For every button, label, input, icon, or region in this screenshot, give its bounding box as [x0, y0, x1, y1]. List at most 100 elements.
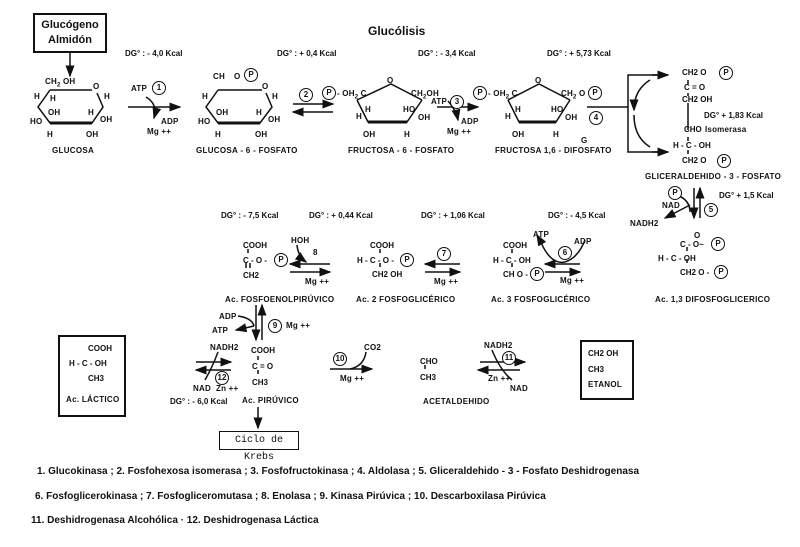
phosphate-badge-dpg13-2: P [714, 265, 728, 279]
etanol-line1: CH2 OH [588, 349, 619, 358]
lactico-line3: CH3 [88, 374, 105, 383]
zn-r11: Zn ++ [488, 374, 511, 383]
adp-r3: ADP [461, 117, 479, 126]
f16dp-oh2: OH [512, 130, 525, 139]
pg2-line1: COOH [370, 241, 394, 250]
nad-r5: NAD [662, 201, 680, 210]
lactic-acid-box: COOH H - C - OH CH3 Ac. LÁCTICO [58, 335, 126, 417]
ethanol-box: CH2 OH CH3 ETANOL [580, 340, 634, 400]
legend-line-2: 6. Fosfoglicerokinasa ; 7. Fosfoglicerom… [35, 491, 546, 502]
glucosa-h5: H [47, 130, 53, 139]
g6p-h4: H [215, 130, 221, 139]
label-glucosa: GLUCOSA [52, 146, 95, 155]
g-mark: G [581, 136, 588, 145]
f6p-oh2c: - OH2 C [337, 89, 367, 101]
dg-reaction-3: DG° : - 3,4 Kcal [418, 49, 476, 58]
g6p-h3: H [256, 108, 262, 117]
pg2-line2: H - C - O - [357, 256, 394, 265]
diagram-title: Glucólisis [368, 24, 426, 38]
step-9-badge: 9 [268, 319, 282, 333]
dhap-line2: C = O [684, 83, 706, 92]
dg-reaction-2: DG° : + 0,4 Kcal [277, 49, 337, 58]
label-ac-2-fosfoglicerico: Ac. 2 FOSFOGLICÉRICO [356, 295, 456, 304]
mg-r10: Mg ++ [340, 374, 365, 383]
step-11-badge: 11 [502, 351, 516, 365]
g3p-line2: H - C - OH [673, 141, 711, 150]
mg-r7: Mg ++ [434, 277, 459, 286]
nadh2-r5: NADH2 [630, 219, 659, 228]
g3p-line1: CHO [684, 125, 702, 134]
mg-r6: Mg ++ [560, 276, 585, 285]
adp-r9: ADP [219, 312, 237, 321]
dpg13-line3: CH2 O - [680, 268, 710, 277]
phosphate-badge-pep: P [274, 253, 288, 267]
krebs-cycle-box: Ciclo de Krebs [219, 431, 299, 463]
dpg13-line2: H - C - OH [658, 254, 696, 263]
dg-isomerasa: DG° + 1,83 Kcal [704, 111, 764, 120]
mg-r3: Mg ++ [447, 127, 472, 136]
atp-r9: ATP [212, 326, 229, 335]
isomerasa-label: Isomerasa [705, 125, 747, 134]
step-2-badge: 2 [299, 88, 313, 102]
f6p-h2: H [356, 112, 362, 121]
etanol-line2: CH3 [588, 365, 605, 374]
phosphate-badge-f16dp-left: P [473, 86, 487, 100]
dg-reaction-6: DG° : - 4,5 Kcal [548, 211, 606, 220]
g6p-oh2: OH [268, 115, 281, 124]
g6p-oh3: OH [255, 130, 268, 139]
f6p-h1: H [365, 105, 371, 114]
phosphate-badge-f16dp-right: P [588, 86, 602, 100]
dhap-line3: CH2 OH [682, 95, 713, 104]
label-etanol: ETANOL [588, 380, 623, 389]
phosphate-badge-f6p: P [322, 86, 336, 100]
dg-reaction-9: DG° : - 7,5 Kcal [221, 211, 279, 220]
legend-line-3: 11. Deshidrogenasa Alcohólica · 12. Desh… [31, 515, 319, 526]
phosphate-badge-pg3: P [530, 267, 544, 281]
dpg13-line0: O [694, 231, 701, 240]
dg-reaction-12: DG° : - 6,0 Kcal [170, 397, 228, 406]
f6p-ho: HO [403, 105, 416, 114]
g6p-h1: H [202, 92, 208, 101]
glucosa-oh1: OH [48, 108, 61, 117]
label-ac-13-difosfoglicerico: Ac. 1,3 DIFOSFOGLICERICO [655, 295, 771, 304]
step-5-badge: 5 [704, 203, 718, 217]
glucosa-h1: H [34, 92, 40, 101]
f6p-oh2: OH [363, 130, 376, 139]
glucosa-h4: H [88, 108, 94, 117]
hoh-r8: HOH [291, 236, 310, 245]
fructose16dp-ring [507, 83, 571, 124]
phosphate-badge-pg2: P [400, 253, 414, 267]
atp-r6: ATP [533, 230, 550, 239]
label-ac-fosfoenolpiruvico: Ac. FOSFOENOLPIRÚVICO [225, 295, 335, 304]
glucosa-h3: H [104, 92, 110, 101]
atp-r3: ATP [431, 97, 448, 106]
mg-r8: Mg ++ [305, 277, 330, 286]
label-fructosa-6-fosfato: FRUCTOSA - 6 - FOSFATO [348, 146, 455, 155]
step-6-badge: 6 [558, 246, 572, 260]
f16dp-h2: H [505, 112, 511, 121]
dhap-line1: CH2 O [682, 67, 706, 78]
adp-r6: ADP [574, 237, 592, 246]
phosphate-badge-g3p: P [717, 154, 731, 168]
f16dp-h1: H [515, 105, 521, 114]
f16dp-h3: H [553, 130, 559, 139]
dpg13-line1: C - O~ [680, 240, 704, 249]
acetaldehido-line1: CHO [420, 357, 438, 366]
nadh2-r11: NADH2 [484, 341, 513, 350]
fructose6p-ring [356, 83, 423, 124]
nad-r12: NAD [193, 384, 211, 393]
almidon-label: Almidón [48, 34, 92, 46]
f16dp-oh1: OH [565, 113, 578, 122]
glucogeno-almidon-box: Glucógeno Almidón [33, 13, 107, 53]
label-ac-piruvico: Ac. PIRÚVICO [242, 396, 299, 405]
pg3-line1: COOH [503, 241, 527, 250]
glucosa-ch2oh: CH2 OH [45, 77, 76, 89]
lactico-line2: H - C - OH [69, 359, 107, 368]
zn-r12: Zn ++ [216, 384, 239, 393]
dg-reaction-4: DG° : + 5,73 Kcal [547, 49, 611, 58]
f6p-ch2oh: CH2OH [411, 89, 439, 101]
pg3-line2: H - C - OH [493, 256, 531, 265]
piruvico-line1: COOH [251, 346, 275, 355]
phosphate-badge-g6p: P [244, 68, 258, 82]
